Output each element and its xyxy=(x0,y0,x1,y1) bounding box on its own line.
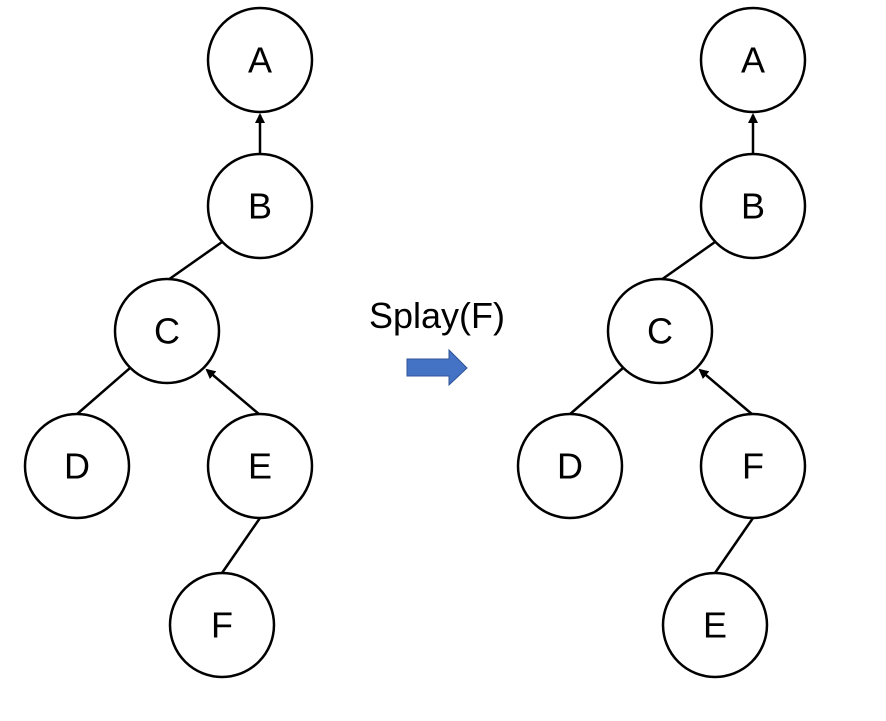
tree-before: A B C D E F xyxy=(23,6,314,679)
node-label: A xyxy=(248,40,272,81)
right-arrow-icon xyxy=(406,348,468,387)
edge-f-to-c xyxy=(698,368,754,416)
node-e: E xyxy=(206,412,314,520)
operation-label: Splay(F) xyxy=(369,295,505,336)
edge-b-c xyxy=(660,240,716,282)
node-f: F xyxy=(699,412,807,520)
node-label: E xyxy=(248,446,272,487)
node-b: B xyxy=(206,152,314,260)
node-d: D xyxy=(23,412,131,520)
node-b: B xyxy=(699,152,807,260)
edge-e-to-c xyxy=(205,368,261,416)
tree-after: A B C D F E xyxy=(516,6,807,679)
node-label: A xyxy=(741,40,765,81)
node-label: F xyxy=(742,446,764,487)
node-e: E xyxy=(661,571,769,679)
node-c: C xyxy=(606,277,714,385)
node-label: D xyxy=(557,446,583,487)
edge-f-e xyxy=(713,517,755,574)
node-label: F xyxy=(211,605,233,646)
node-d: D xyxy=(516,412,624,520)
node-a: A xyxy=(206,6,314,114)
node-label: B xyxy=(248,186,272,227)
node-label: C xyxy=(154,311,180,352)
edge-b-c xyxy=(167,240,223,282)
node-a: A xyxy=(699,6,807,114)
node-label: E xyxy=(703,605,727,646)
node-label: C xyxy=(647,311,673,352)
edge-c-d xyxy=(568,367,624,416)
operation: Splay(F) xyxy=(369,295,505,387)
node-label: B xyxy=(741,186,765,227)
edge-e-f xyxy=(220,517,262,574)
node-label: D xyxy=(64,446,90,487)
edge-c-d xyxy=(75,367,131,416)
node-f: F xyxy=(168,571,276,679)
node-c: C xyxy=(113,277,221,385)
